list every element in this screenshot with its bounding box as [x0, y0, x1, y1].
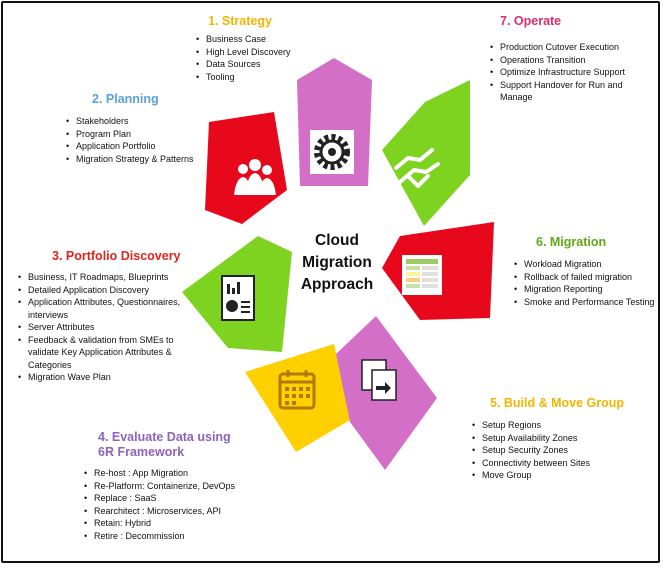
stage-items: Workload Migration Rollback of failed mi… [510, 258, 655, 308]
list-item: Migration Wave Plan [18, 371, 184, 384]
list-item: Re-Platform: Containerize, DevOps [84, 480, 250, 493]
stage-title: 2. Planning [92, 92, 159, 106]
list-item: Business Case [196, 33, 322, 46]
stage-items: Re-host : App Migration Re-Platform: Con… [80, 467, 250, 542]
list-item: Migration Reporting [514, 283, 655, 296]
list-item: Tooling [196, 71, 322, 84]
center-title-line1: Cloud [315, 232, 359, 249]
list-item: Re-host : App Migration [84, 467, 250, 480]
list-item: Operations Transition [490, 54, 636, 67]
list-item: Feedback & validation from SMEs to valid… [18, 334, 184, 372]
spreadsheet-icon [402, 255, 442, 295]
calendar-icon [278, 370, 316, 410]
list-item: Setup Regions [472, 419, 628, 432]
stage-title: 5. Build & Move Group [490, 396, 625, 410]
list-item: Stakeholders [66, 115, 212, 128]
document-transfer-icon [361, 359, 397, 401]
list-item: Data Sources [196, 58, 322, 71]
stage-title: 3. Portfolio Discovery [52, 249, 181, 263]
stage-title: 6. Migration [536, 235, 607, 249]
stage-planning: 2. Planning Stakeholders Program Plan Ap… [62, 92, 212, 165]
center-title-line3: Approach [300, 276, 374, 293]
list-item: Application Attributes, Questionnaires, … [18, 296, 184, 321]
list-item: Connectivity between Sites [472, 457, 628, 470]
stage-items: Production Cutover Execution Operations … [486, 41, 636, 104]
list-item: Business, IT Roadmaps, Blueprints [18, 271, 184, 284]
list-item: Program Plan [66, 128, 212, 141]
list-item: Application Portfolio [66, 140, 212, 153]
stage-items: Business, IT Roadmaps, Blueprints Detail… [14, 271, 184, 384]
stage-items: Business Case High Level Discovery Data … [192, 33, 322, 83]
stage-strategy: 1. Strategy Business Case High Level Dis… [192, 14, 322, 83]
list-item: Support Handover for Run and Manage [490, 79, 636, 104]
list-item: Move Group [472, 469, 628, 482]
list-item: Rollback of failed migration [514, 271, 655, 284]
stage-migration: 6. Migration Workload Migration Rollback… [510, 235, 655, 308]
stage-build: 5. Build & Move Group Setup Regions Setu… [468, 396, 628, 482]
list-item: Setup Security Zones [472, 444, 628, 457]
list-item: Retain: Hybrid [84, 517, 250, 530]
stage-operate: 7. Operate Production Cutover Execution … [486, 14, 636, 104]
stage-title: 4. Evaluate Data using 6R Framework [98, 430, 231, 459]
stage-items: Stakeholders Program Plan Application Po… [62, 115, 212, 165]
list-item: High Level Discovery [196, 46, 322, 59]
list-item: Optimize Infrastructure Support [490, 66, 636, 79]
list-item: Smoke and Performance Testing [514, 296, 655, 309]
gear-icon [310, 130, 354, 174]
handshake-icon [394, 148, 440, 188]
list-item: Rearchitect : Microservices, API [84, 505, 250, 518]
diagram-frame [1, 1, 660, 563]
stage-title: 1. Strategy [208, 14, 272, 28]
list-item: Detailed Application Discovery [18, 284, 184, 297]
people-icon [234, 159, 276, 195]
list-item: Production Cutover Execution [490, 41, 636, 54]
list-item: Replace : SaaS [84, 492, 250, 505]
stage-discovery: 3. Portfolio Discovery Business, IT Road… [14, 249, 184, 384]
list-item: Server Attributes [18, 321, 184, 334]
list-item: Workload Migration [514, 258, 655, 271]
list-item: Migration Strategy & Patterns [66, 153, 212, 166]
report-icon [221, 275, 255, 321]
stage-evaluate: 4. Evaluate Data using 6R Framework Re-h… [80, 430, 250, 542]
list-item: Setup Availability Zones [472, 432, 628, 445]
center-title: Cloud Migration Approach [296, 230, 378, 296]
center-title-line2: Migration [302, 254, 372, 271]
list-item: Retire : Decommission [84, 530, 250, 543]
stage-title: 7. Operate [500, 14, 562, 28]
stage-items: Setup Regions Setup Availability Zones S… [468, 419, 628, 482]
